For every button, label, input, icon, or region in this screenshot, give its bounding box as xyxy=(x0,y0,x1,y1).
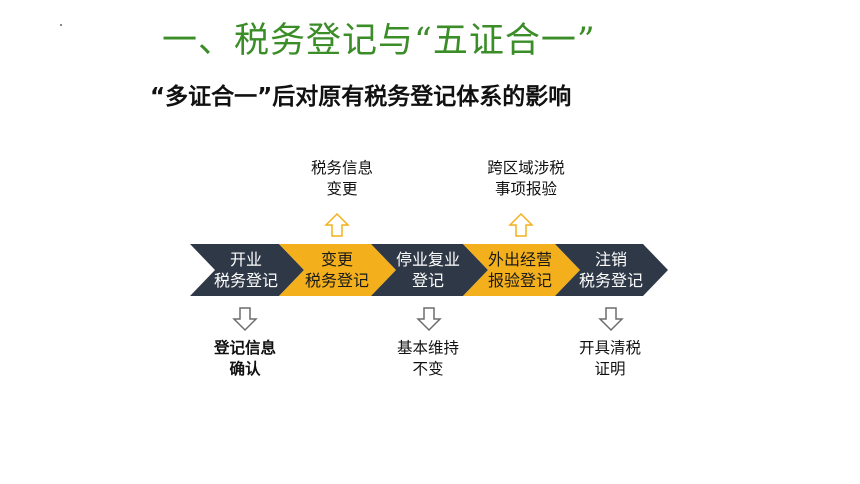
arrow-down-outline-icon xyxy=(416,307,442,332)
step-3-line1: 停业复业 xyxy=(395,250,460,269)
chevron-step-5 xyxy=(555,244,668,296)
step-3-line2: 登记 xyxy=(411,271,444,290)
arrow-up-outline-icon xyxy=(324,212,350,237)
chevron-step-4 xyxy=(463,244,580,296)
decor-dot xyxy=(60,24,62,26)
upper-note-change: 税务信息 变更 xyxy=(282,158,402,200)
step-2-label: 变更 税务登记 xyxy=(287,244,387,296)
upper-note-change-line2: 变更 xyxy=(326,180,358,198)
arrow-down-outline-icon xyxy=(232,307,258,332)
step-5-line1: 注销 xyxy=(594,250,627,269)
upper-note-report-line2: 事项报验 xyxy=(494,180,557,198)
chevron-step-1 xyxy=(190,244,304,296)
step-2-line2: 税务登记 xyxy=(304,271,369,290)
lower-note-unchanged: 基本维持 不变 xyxy=(368,338,488,380)
upper-note-change-line1: 税务信息 xyxy=(310,159,373,177)
arrow-up-outline-icon xyxy=(508,212,534,237)
chevron-step-3 xyxy=(371,244,488,296)
step-1-line1: 开业 xyxy=(229,250,262,269)
lower-note-unchanged-line2: 不变 xyxy=(412,360,444,378)
page-title: 一、税务登记与“五证合一” xyxy=(162,21,596,61)
lower-note-confirm: 登记信息 确认 xyxy=(185,338,305,380)
step-5-line2: 税务登记 xyxy=(578,271,643,290)
lower-note-confirm-line2: 确认 xyxy=(229,360,261,378)
lower-note-clearance-line2: 证明 xyxy=(594,360,626,378)
lower-note-confirm-line1: 登记信息 xyxy=(213,339,276,357)
page-subtitle: “多证合一”后对原有税务登记体系的影响 xyxy=(150,84,572,110)
lower-note-unchanged-line1: 基本维持 xyxy=(396,339,459,357)
upper-note-report-line1: 跨区域涉税 xyxy=(487,159,565,177)
lower-note-clearance-line1: 开具清税 xyxy=(578,339,641,357)
step-4-line2: 报验登记 xyxy=(487,271,552,290)
step-1-line2: 税务登记 xyxy=(213,271,278,290)
step-4-label: 外出经营 报验登记 xyxy=(470,244,570,296)
step-3-label: 停业复业 登记 xyxy=(378,244,478,296)
upper-note-report: 跨区域涉税 事项报验 xyxy=(466,158,586,200)
arrow-down-outline-icon xyxy=(598,307,624,332)
step-2-line1: 变更 xyxy=(320,250,353,269)
step-1-label: 开业 税务登记 xyxy=(196,244,296,296)
step-5-label: 注销 税务登记 xyxy=(561,244,661,296)
lower-note-clearance: 开具清税 证明 xyxy=(550,338,670,380)
step-4-line1: 外出经营 xyxy=(487,250,552,269)
chevron-step-2 xyxy=(279,244,396,296)
